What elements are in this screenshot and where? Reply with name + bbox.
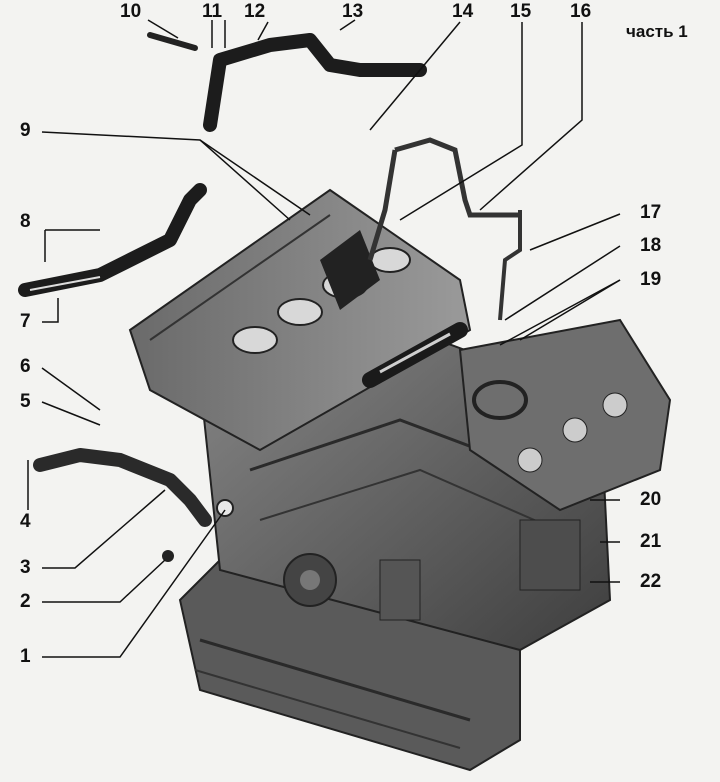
leader-lines — [27, 19, 621, 658]
callout-7: 7 — [20, 311, 31, 332]
callout-18: 18 — [640, 235, 662, 256]
callout-1: 1 — [20, 646, 31, 667]
coolant-hose-upper — [147, 32, 427, 132]
callout-5: 5 — [20, 391, 31, 412]
callout-9: 9 — [20, 120, 31, 141]
callout-2: 2 — [20, 591, 31, 612]
cylinder-head-left — [128, 188, 472, 452]
part-caption: часть 1 — [626, 22, 688, 41]
coolant-pipe-left — [18, 183, 207, 297]
callout-15: 15 — [510, 1, 532, 22]
callout-16: 16 — [570, 1, 592, 22]
coolant-pipe-center — [362, 322, 468, 388]
callout-21: 21 — [640, 531, 662, 552]
coolant-pipe-lower — [33, 448, 234, 562]
callout-8: 8 — [20, 211, 31, 232]
callout-20: 20 — [640, 489, 662, 510]
thin-coolant-pipes — [367, 137, 522, 321]
callout-6: 6 — [20, 356, 31, 377]
callout-17: 17 — [640, 202, 662, 223]
callout-4: 4 — [20, 511, 31, 532]
cylinder-head-right — [458, 318, 672, 512]
callout-13: 13 — [342, 1, 364, 22]
callout-12: 12 — [244, 1, 266, 22]
callout-19: 19 — [640, 269, 662, 290]
callout-14: 14 — [452, 1, 474, 22]
callout-22: 22 — [640, 571, 662, 592]
callout-3: 3 — [20, 557, 31, 578]
callout-10: 10 — [120, 1, 142, 22]
callout-11: 11 — [202, 1, 223, 22]
